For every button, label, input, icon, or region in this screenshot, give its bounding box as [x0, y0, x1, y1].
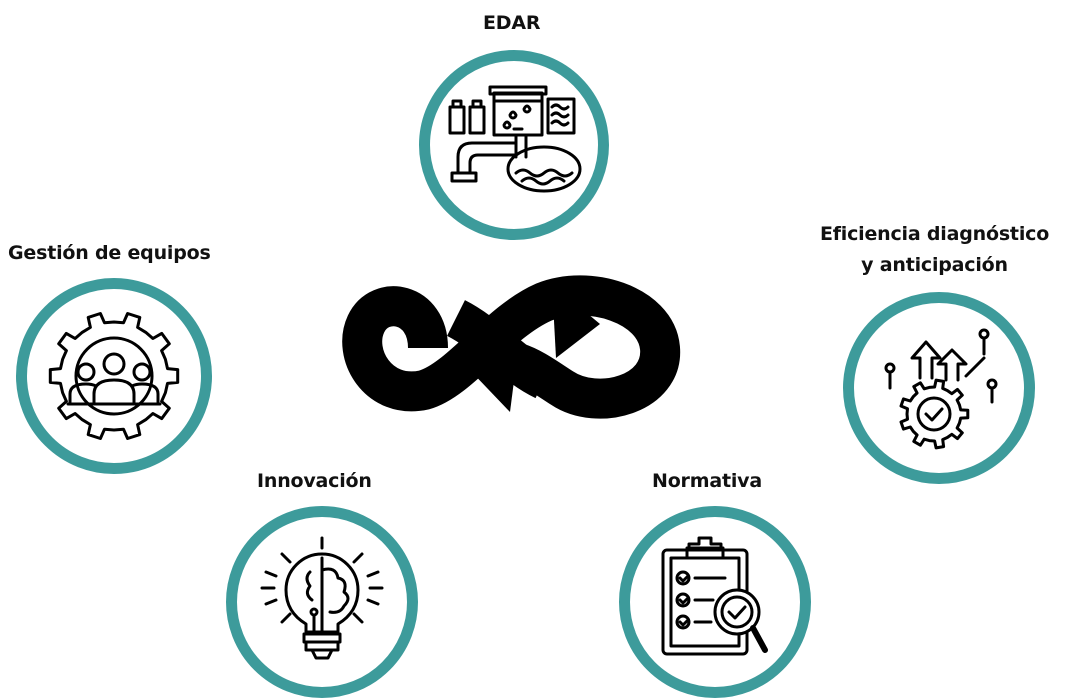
- gear-growth-check-icon: [884, 328, 998, 450]
- label-gestion: Gestión de equipos: [8, 242, 211, 264]
- wastewater-treatment-plant-icon: [448, 85, 582, 193]
- node-innovacion: [226, 506, 418, 698]
- team-gear-outline: [48, 312, 180, 440]
- team-gear-icon: [48, 312, 180, 440]
- label-eficiencia-line1: Eficiencia diagnóstico: [819, 223, 1050, 245]
- label-eficiencia-line2: y anticipación: [861, 254, 1008, 276]
- node-normativa: [619, 506, 811, 698]
- node-gestion: [16, 278, 212, 474]
- label-normativa: Normativa: [652, 470, 762, 492]
- lightbulb-brain-icon: [260, 536, 384, 660]
- infinity-loop-arrows-icon: [342, 275, 681, 419]
- node-eficiencia: [843, 292, 1035, 484]
- label-eficiencia: Eficiencia diagnóstico y anticipación: [812, 219, 1057, 281]
- node-edar: [419, 50, 609, 240]
- label-innovacion: Innovación: [257, 470, 372, 492]
- label-edar: EDAR: [483, 12, 541, 34]
- efficiency-gear-outline: [899, 378, 970, 450]
- checklist-magnifier-icon: [661, 536, 768, 656]
